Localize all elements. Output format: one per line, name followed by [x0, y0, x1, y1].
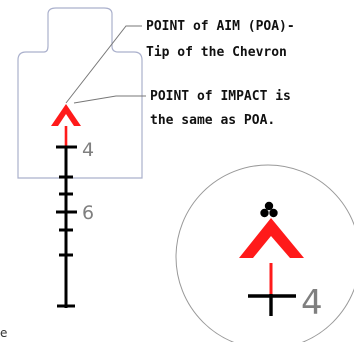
poi-leader-line: [73, 95, 146, 104]
zoom-chevron: [239, 218, 304, 258]
poi-callout-line1: POINT of IMPACT is: [150, 89, 291, 104]
poi-callout-line2: the same as POA.: [150, 113, 275, 128]
impact-cluster: [260, 201, 278, 218]
reticle-label-6: 6: [82, 202, 94, 224]
poa-leader-line: [65, 25, 142, 104]
poa-callout-line2: Tip of the Chevron: [146, 45, 287, 60]
target-silhouette: [17, 7, 143, 179]
zoom-circle: [175, 164, 354, 342]
zoom-label-4: 4: [301, 283, 323, 323]
poa-callout-line1: POINT of AIM (POA)-: [146, 19, 295, 34]
corner-text: e: [0, 326, 7, 340]
reticle-label-4: 4: [82, 139, 94, 161]
chevron: [51, 104, 81, 126]
zoom-inset: 4: [175, 164, 354, 342]
reticle: 4 6: [51, 104, 94, 308]
